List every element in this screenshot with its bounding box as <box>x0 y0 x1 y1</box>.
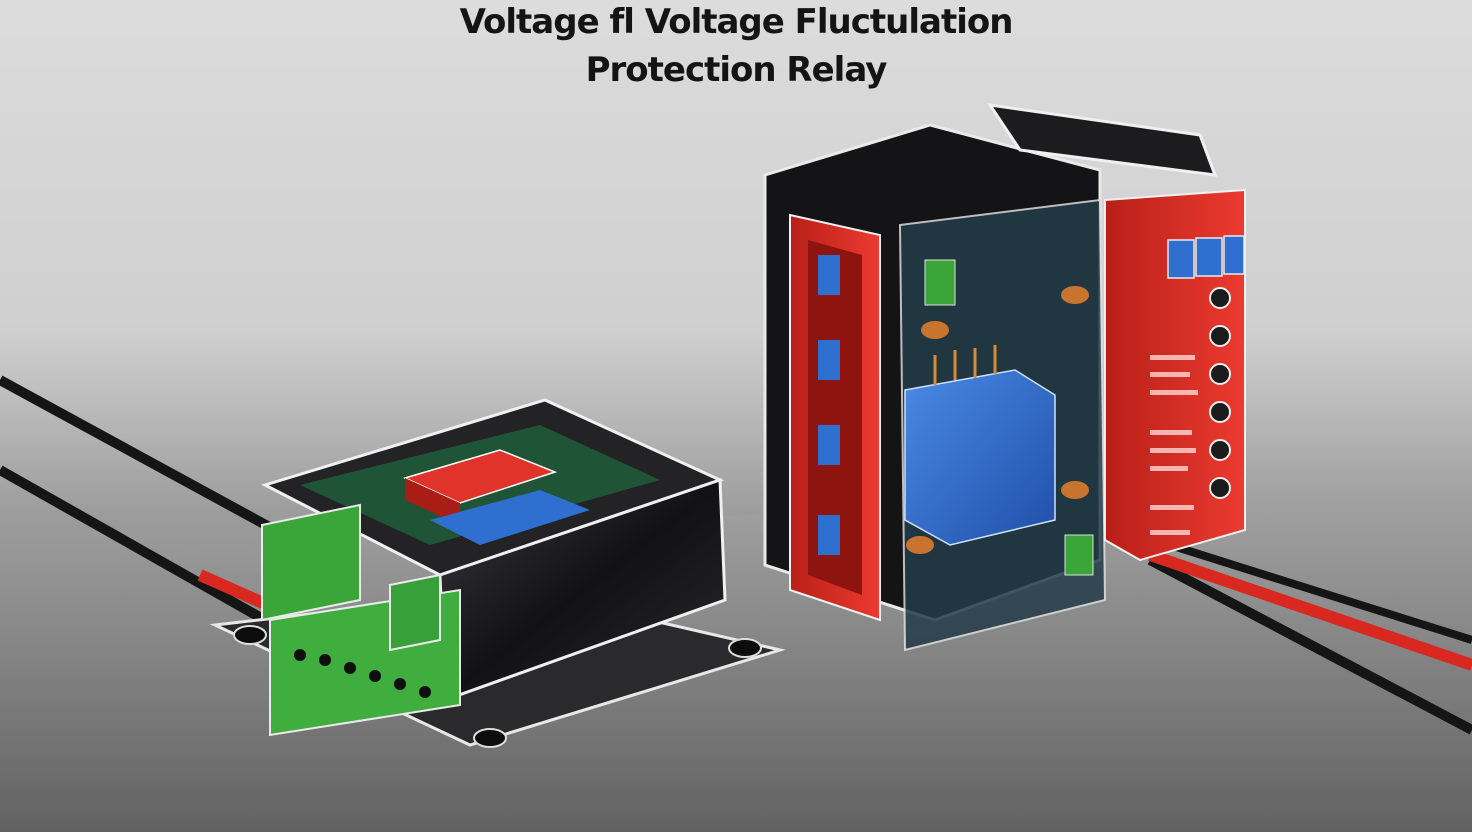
cable-right <box>1147 541 1472 735</box>
blue-relay <box>904 369 1056 546</box>
side-terminals <box>818 255 840 555</box>
relay-module-right <box>763 103 1246 652</box>
page-title-line-2: Protection Relay <box>585 50 888 90</box>
red-relay <box>402 449 558 504</box>
top-terminal-block <box>1167 235 1245 279</box>
terminal-block-side <box>389 573 441 652</box>
coil-windings <box>906 286 1089 554</box>
terminal-block-upper <box>261 503 361 622</box>
mounting-hole <box>233 625 267 645</box>
blue-component <box>430 490 590 545</box>
relay-module-left <box>209 398 786 748</box>
panel-markings <box>1150 355 1198 535</box>
red-frame-inner <box>808 240 862 595</box>
mounting-hole <box>473 728 507 748</box>
page-title-line-1: Voltage fl Voltage Fluctulation <box>459 2 1014 42</box>
front-screw-terminals <box>1209 287 1231 499</box>
green-capacitor <box>1064 534 1094 576</box>
top-bracket <box>986 103 1218 177</box>
red-relay-side <box>405 478 460 525</box>
terminal-screws <box>294 649 431 698</box>
mounting-hole <box>728 638 762 658</box>
green-capacitor <box>924 259 956 306</box>
copper-pins <box>933 345 997 385</box>
